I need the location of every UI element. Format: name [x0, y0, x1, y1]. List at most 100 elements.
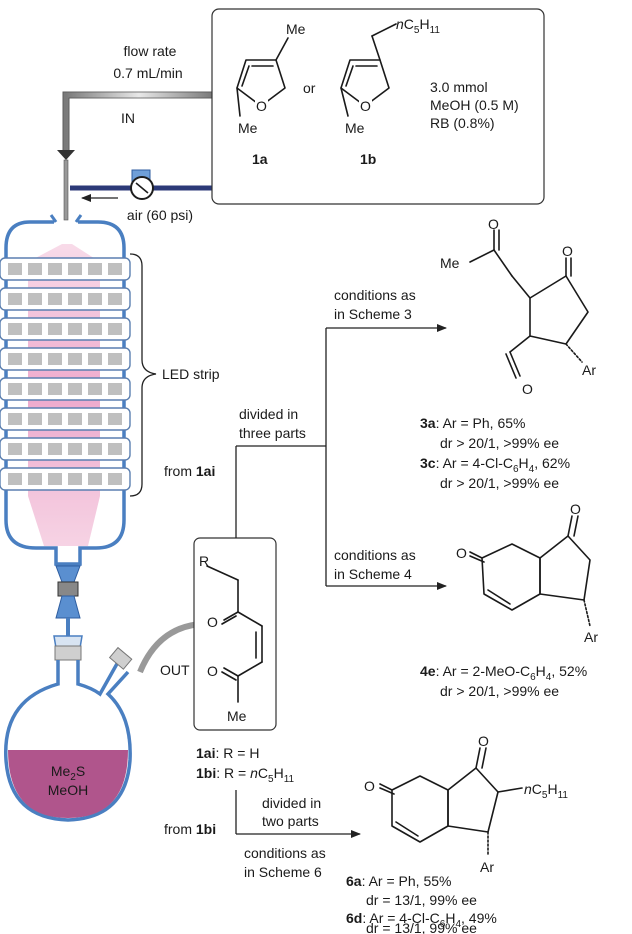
or-label: or: [303, 80, 316, 96]
needle: [63, 159, 69, 221]
p4-o-ketone: O: [570, 501, 581, 517]
led-chip: [8, 263, 22, 275]
led-chip: [108, 443, 122, 455]
divided-two-line2: two parts: [262, 813, 319, 829]
led-chip: [68, 353, 82, 365]
product-4-structure: [469, 515, 591, 627]
led-chip: [48, 473, 62, 485]
led-chip: [8, 413, 22, 425]
led-chip: [68, 323, 82, 335]
oxygen-1b: O: [360, 98, 371, 114]
air-label: air (60 psi): [127, 207, 193, 223]
me-label-1a-bottom: Me: [238, 120, 258, 136]
led-chip: [8, 323, 22, 335]
branch-lines-bi: [235, 790, 361, 838]
pentyl-label-1b: nC5H11: [396, 16, 440, 36]
led-chip: [108, 473, 122, 485]
led-chip: [88, 293, 102, 305]
p3-o-ketone: O: [488, 216, 499, 232]
led-chip: [28, 353, 42, 365]
led-chip: [48, 293, 62, 305]
p3-result-c-dr: dr > 20/1, >99% ee: [440, 475, 559, 491]
p4-o-enone: O: [456, 545, 467, 561]
led-brace: [129, 253, 157, 497]
led-chip: [108, 263, 122, 275]
divided-two-line1: divided in: [262, 795, 321, 811]
p6-pentyl: nC5H11: [524, 781, 568, 801]
flow-rate-value: 0.7 mL/min: [113, 65, 182, 81]
p6-o-ketone: O: [478, 733, 489, 749]
intermediate-me: Me: [227, 708, 247, 724]
led-chip: [68, 263, 82, 275]
intermediate-o1: O: [207, 614, 218, 630]
led-chip: [28, 473, 42, 485]
led-chip: [108, 383, 122, 395]
led-chip: [28, 413, 42, 425]
led-chip: [88, 263, 102, 275]
reagent-box: [211, 8, 545, 205]
led-chip: [88, 473, 102, 485]
intermediate-structure: [206, 565, 263, 703]
product-3-structure: [469, 229, 589, 379]
p6-ar: Ar: [480, 859, 494, 875]
flow-rate-label: flow rate: [124, 43, 177, 59]
p3-o-aldehyde: O: [522, 381, 533, 397]
led-chip: [68, 383, 82, 395]
led-chip: [108, 413, 122, 425]
led-strip-label: LED strip: [162, 366, 220, 382]
furan-1b: [340, 23, 397, 117]
led-chip: [108, 293, 122, 305]
led-chip: [48, 443, 62, 455]
from-1bi-label: from 1bi: [164, 821, 216, 837]
conditions-4-line1: conditions as: [334, 547, 416, 563]
led-chip: [28, 293, 42, 305]
p3-result-a: 3a: Ar = Ph, 65%: [420, 415, 525, 431]
led-chip: [68, 293, 82, 305]
p6-result-d-dr: dr = 13/1, 99% ee: [366, 920, 477, 934]
led-chip: [108, 323, 122, 335]
p3-o-ring: O: [562, 243, 573, 259]
furan-1a: [236, 37, 289, 117]
inlet-tubing: [57, 91, 212, 160]
divided-three-line1: divided in: [239, 406, 298, 422]
led-chip: [28, 263, 42, 275]
out-label: OUT: [160, 662, 190, 678]
conditions-4-line2: in Scheme 4: [334, 566, 412, 582]
amount-label: 3.0 mmol: [430, 79, 488, 95]
solvent-label: MeOH (0.5 M): [430, 97, 519, 113]
led-chip: [88, 443, 102, 455]
intermediate-o2: O: [207, 663, 218, 679]
led-chip: [48, 353, 62, 365]
product-6-structure: [379, 747, 523, 855]
p6-result-a-dr: dr = 13/1, 99% ee: [366, 892, 477, 908]
p3-result-a-dr: dr > 20/1, >99% ee: [440, 435, 559, 451]
flask-content-line2: MeOH: [48, 782, 88, 798]
p3-result-c: 3c: Ar = 4-Cl-C6H4, 62%: [420, 455, 570, 475]
led-chip: [8, 293, 22, 305]
led-chip: [28, 323, 42, 335]
led-chip: [48, 413, 62, 425]
p4-ar: Ar: [584, 629, 598, 645]
divided-three-line2: three parts: [239, 425, 306, 441]
led-chip: [8, 353, 22, 365]
valve-connector: [53, 565, 83, 649]
air-line: [70, 169, 212, 202]
p6-o-enone: O: [364, 778, 375, 794]
led-chip: [68, 473, 82, 485]
led-chip: [88, 353, 102, 365]
led-chip: [68, 413, 82, 425]
label-1ai: 1ai: R = H: [196, 745, 259, 761]
led-chip: [28, 443, 42, 455]
led-chip: [8, 383, 22, 395]
conditions-3-line1: conditions as: [334, 287, 416, 303]
p6-result-d: 6d: Ar = 4-Cl-C6H4, 49%: [346, 910, 497, 930]
conditions-6-line1: conditions as: [244, 845, 326, 861]
led-chip: [48, 383, 62, 395]
compound-id-1b: 1b: [360, 151, 376, 167]
led-chip: [68, 443, 82, 455]
led-chip: [8, 443, 22, 455]
led-chip: [88, 323, 102, 335]
inlet-arrowhead: [57, 150, 75, 160]
led-chip: [108, 353, 122, 365]
